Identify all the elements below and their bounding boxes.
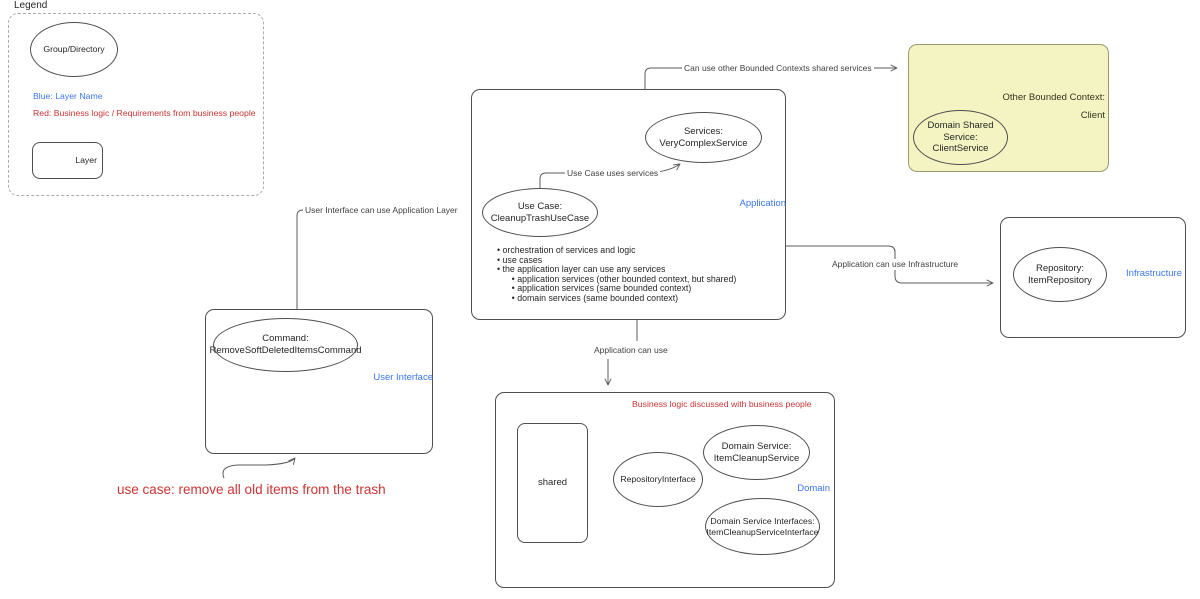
- edge-label-application-to-other-bc: Can use other Bounded Contexts shared se…: [682, 63, 874, 74]
- edge-label-application-to-domain: Application can use: [592, 345, 670, 356]
- legend-layer-label: Layer: [75, 155, 97, 166]
- domain-service-label: Domain Service: ItemCleanupService: [713, 440, 800, 464]
- legend-layer-rect[interactable]: Layer: [32, 142, 103, 179]
- legend-red-note: Red: Business logic / Requirements from …: [33, 108, 256, 118]
- edge-use-case-to-services[interactable]: [539, 163, 681, 188]
- application-notes: • orchestration of services and logic • …: [497, 245, 737, 303]
- legend-box[interactable]: [8, 13, 264, 196]
- shared-label: shared: [537, 477, 568, 489]
- domain-service-interfaces-ellipse[interactable]: Domain Service Interfaces: ItemCleanupSe…: [705, 498, 820, 555]
- user-interface-layer-label: User Interface: [373, 372, 433, 383]
- use-case-annotation: use case: remove all old items from the …: [117, 482, 386, 497]
- command-ellipse[interactable]: Command: RemoveSoftDeletedItemsCommand: [209, 318, 362, 372]
- legend-group-ellipse[interactable]: Group/Directory: [30, 22, 118, 77]
- edge-ui-to-application[interactable]: [296, 206, 460, 309]
- application-layer-label: Application: [739, 198, 786, 209]
- domain-service-ellipse[interactable]: Domain Service: ItemCleanupService: [703, 425, 810, 480]
- infrastructure-layer-box[interactable]: [1000, 217, 1186, 338]
- shared-rect[interactable]: shared: [517, 423, 588, 543]
- edge-label-ui-to-application: User Interface can use Application Layer: [303, 205, 460, 216]
- edge-label-application-to-infrastructure: Application can use Infrastructure: [830, 259, 961, 270]
- application-layer-box[interactable]: [471, 89, 786, 320]
- repository-interface-label: RepositoryInterface: [620, 474, 696, 485]
- use-case-ellipse[interactable]: Use Case: CleanupTrashUseCase: [482, 188, 598, 237]
- services-label: Services: VeryComplexService: [659, 125, 748, 149]
- user-interface-layer-box[interactable]: [205, 309, 433, 454]
- domain-shared-service-label: Domain Shared Service: ClientService: [927, 120, 994, 155]
- legend-title: Legend: [14, 0, 48, 11]
- repository-ellipse[interactable]: Repository: ItemRepository: [1013, 247, 1107, 302]
- other-bounded-context-title: Other Bounded Context:: [1002, 92, 1105, 103]
- other-bounded-context-name: Client: [1080, 110, 1105, 121]
- repository-label: Repository: ItemRepository: [1028, 262, 1092, 286]
- services-ellipse[interactable]: Services: VeryComplexService: [645, 112, 762, 163]
- domain-service-interfaces-label: Domain Service Interfaces: ItemCleanupSe…: [706, 515, 819, 537]
- domain-business-note: Business logic discussed with business p…: [632, 399, 812, 409]
- use-case-label: Use Case: CleanupTrashUseCase: [490, 200, 590, 224]
- domain-shared-service-ellipse[interactable]: Domain Shared Service: ClientService: [913, 110, 1008, 165]
- legend-group-label: Group/Directory: [43, 44, 105, 55]
- edge-note-to-user-interface[interactable]: [222, 457, 296, 479]
- infrastructure-layer-label: Infrastructure: [1126, 268, 1182, 279]
- domain-layer-box[interactable]: [495, 392, 835, 588]
- edge-label-use-case-to-services: Use Case uses services: [565, 168, 661, 179]
- edge-application-to-other-bc[interactable]: [644, 64, 898, 89]
- command-label: Command: RemoveSoftDeletedItemsCommand: [209, 333, 362, 356]
- repository-interface-ellipse[interactable]: RepositoryInterface: [613, 452, 703, 507]
- legend-blue-note: Blue: Layer Name: [33, 91, 103, 101]
- domain-layer-label: Domain: [797, 483, 830, 494]
